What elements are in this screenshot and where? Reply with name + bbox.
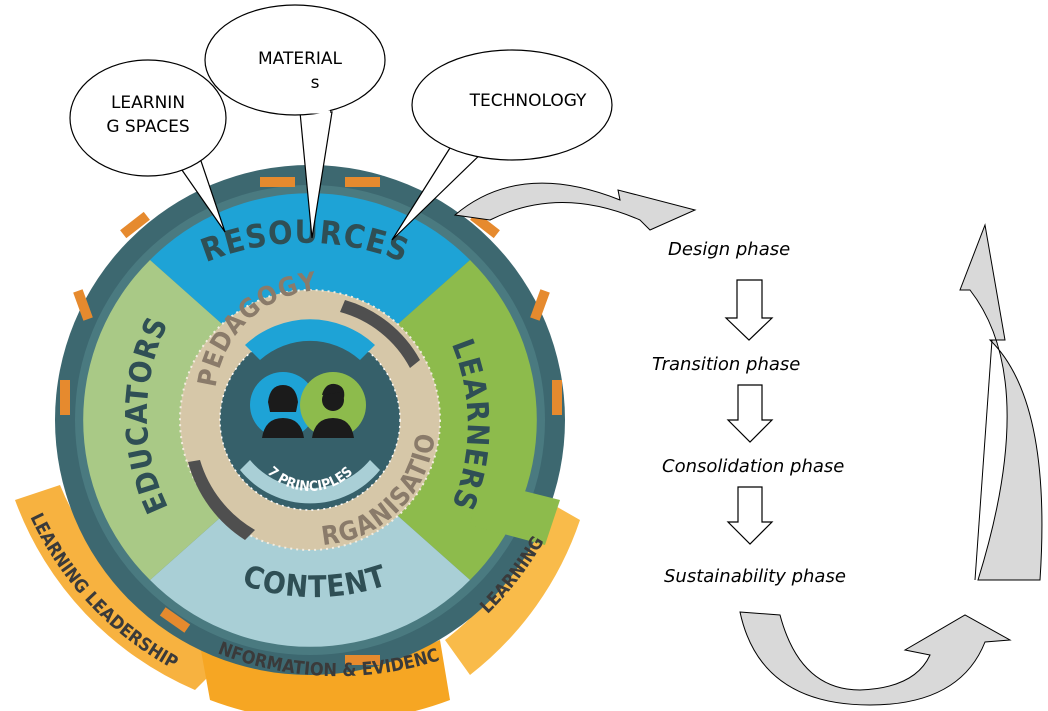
down-arrow-2 xyxy=(726,384,774,443)
learning-spaces-line2: G SPACES xyxy=(106,117,189,137)
wheel xyxy=(55,165,565,675)
materials-line1: MATERIAL xyxy=(258,49,343,69)
materials-line2: s xyxy=(311,73,320,93)
consolidation-phase-label: Consolidation phase xyxy=(662,456,844,477)
design-phase-label: Design phase xyxy=(668,239,790,260)
transition-phase-label: Transition phase xyxy=(652,354,800,375)
inner-ring-dots xyxy=(179,289,441,551)
person-female-icon xyxy=(262,385,304,438)
curved-arrow-top xyxy=(453,182,697,231)
learning-band xyxy=(445,500,580,675)
ring-dashes xyxy=(60,177,562,665)
technology-text: TECHNOLOGY xyxy=(469,91,587,111)
core-blue-cap xyxy=(245,319,375,360)
curved-arrow-right-outline xyxy=(974,339,993,581)
person-male-icon xyxy=(312,383,354,438)
curved-arrow-right xyxy=(959,223,1043,581)
learning-spaces-line1: LEARNIN xyxy=(111,93,185,113)
learning-spaces-bubble: LEARNIN G SPACES xyxy=(69,59,227,233)
core-dots xyxy=(219,329,401,511)
down-arrow-3 xyxy=(726,486,774,545)
down-arrow-1 xyxy=(724,279,774,341)
content-segment xyxy=(150,500,470,647)
u-turn-arrow-bottom xyxy=(739,611,1012,706)
core-light-band xyxy=(240,460,380,504)
sustainability-phase-label: Sustainability phase xyxy=(664,566,846,587)
inner-ring-arrow-bottom xyxy=(188,460,255,540)
technology-bubble: TECHNOLOGY xyxy=(391,49,613,241)
resources-segment xyxy=(150,193,470,340)
materials-bubble: MATERIAL s xyxy=(204,4,386,239)
information-evidence-band xyxy=(200,640,450,711)
learners-tab xyxy=(470,480,560,545)
educators-segment xyxy=(83,260,241,580)
inner-ring-arrow-top xyxy=(340,300,420,368)
